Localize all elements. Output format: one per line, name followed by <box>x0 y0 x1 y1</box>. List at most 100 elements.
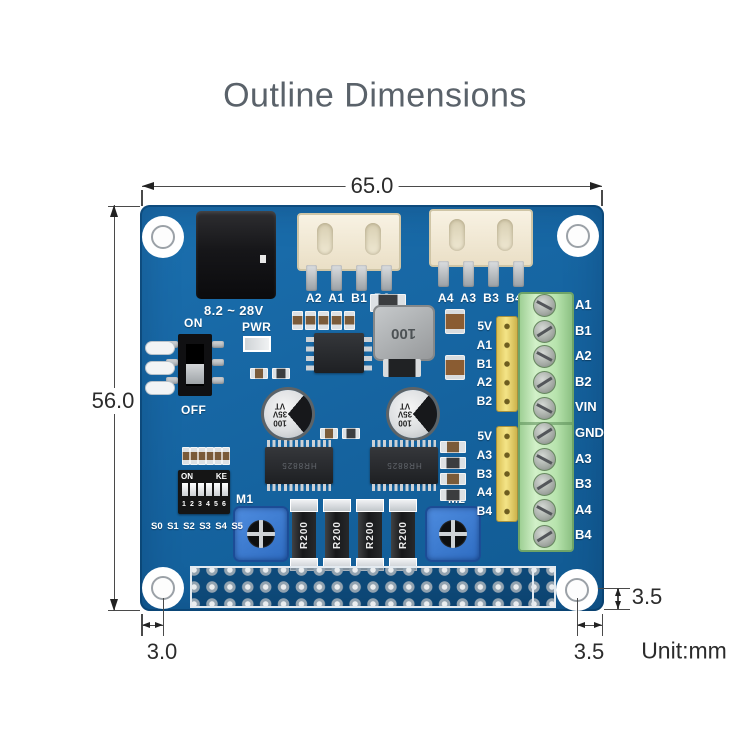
chip-pins <box>267 440 331 447</box>
dip-on-label: ON <box>181 472 193 481</box>
switch-leg <box>166 359 178 366</box>
dim-arrow-up-icon <box>614 588 621 596</box>
switch-off-label: OFF <box>181 403 207 417</box>
extension-line <box>108 609 140 611</box>
shunt-resistor: R200 <box>356 499 384 571</box>
chip-pins <box>372 484 436 491</box>
shunt-resistor: R200 <box>323 499 351 571</box>
tantalum-capacitor <box>445 355 465 380</box>
shunt-resistor: R200 <box>389 499 417 571</box>
hole-left-dimension-value: 3.0 <box>146 639 178 664</box>
extension-line <box>601 614 603 636</box>
smd-component <box>342 428 360 439</box>
terminal-screw <box>533 473 556 496</box>
solder-pad <box>146 342 174 354</box>
extension-line <box>108 205 140 207</box>
switch-leg <box>166 377 178 384</box>
voltage-range-label: 8.2 ~ 28V <box>204 303 264 318</box>
terminal-screw <box>533 294 556 317</box>
dim-arrow-down-icon <box>614 601 621 609</box>
terminal-screw <box>533 397 556 420</box>
current-trimpot-m1 <box>233 506 289 562</box>
solder-pad <box>146 382 174 394</box>
smd-component <box>440 457 466 469</box>
dip-lever <box>182 483 188 496</box>
pwr-label: PWR <box>242 320 272 334</box>
smd-component <box>190 447 198 465</box>
terminal-screw <box>533 345 556 368</box>
width-dimension-value: 65.0 <box>345 173 399 199</box>
dip-lever <box>206 483 212 496</box>
motor-connector-2 <box>429 209 533 267</box>
terminal-screw <box>533 320 556 343</box>
smd-component <box>331 311 342 330</box>
dip-lever <box>198 483 204 496</box>
extension-line <box>576 598 578 636</box>
dim-arrow-left-icon <box>577 622 585 628</box>
solder-pad <box>146 362 174 374</box>
chip-pins <box>372 440 436 447</box>
connector1-pin-labels: A2 A1 B1 B2 <box>305 291 391 305</box>
mounting-hole-top-left <box>142 216 184 258</box>
hole-right-dimension-line <box>577 624 602 626</box>
smd-component <box>214 447 222 465</box>
dc-power-jack <box>196 211 276 299</box>
chip-pins <box>306 337 314 371</box>
jumper-header-1 <box>496 316 518 412</box>
switch-leg <box>212 341 224 348</box>
driver-chip-2: HR8825 <box>370 447 438 484</box>
smd-component <box>222 447 230 465</box>
m1-label: M1 <box>236 492 254 506</box>
regulator-chip <box>314 333 364 373</box>
dip-switch: ON KE <box>178 470 230 514</box>
smd-component <box>206 447 214 465</box>
power-led <box>243 336 271 352</box>
unit-label: Unit:mm <box>641 637 727 664</box>
dip-brand-label: KE <box>215 472 227 481</box>
smd-component <box>250 368 268 379</box>
dim-arrow-down-icon <box>110 599 118 611</box>
current-trimpot-m2 <box>425 506 481 562</box>
smd-component <box>440 473 466 485</box>
shunt-resistor: R200 <box>290 499 318 571</box>
dip-lever <box>190 483 196 496</box>
dim-arrow-up-icon <box>110 205 118 217</box>
smd-component <box>320 428 338 439</box>
mounting-hole-top-right <box>557 215 599 257</box>
switch-on-label: ON <box>184 316 203 330</box>
hole-left-dimension-line <box>142 624 163 626</box>
extension-line <box>141 614 143 636</box>
hole-bottom-dimension-value: 3.5 <box>631 584 663 609</box>
switch-leg <box>212 377 224 384</box>
terminal-screw <box>533 448 556 471</box>
smd-component <box>198 447 206 465</box>
extension-line <box>162 598 164 636</box>
driver-chip-1: HR8825 <box>265 447 333 484</box>
smd-component <box>344 311 355 330</box>
terminal-screw <box>533 371 556 394</box>
dim-arrow-left-icon <box>142 622 150 628</box>
smd-component <box>292 311 303 330</box>
smd-component <box>182 447 190 465</box>
connector-leg <box>306 265 317 291</box>
dim-arrow-right-icon <box>594 622 602 628</box>
hole-right-dimension-value: 3.5 <box>573 639 605 664</box>
connector-leg <box>488 261 499 287</box>
connector-leg <box>513 261 524 287</box>
connector-leg <box>356 265 367 291</box>
connector2-pin-labels: A4 A3 B3 B4 <box>437 291 523 305</box>
smd-component <box>440 441 466 453</box>
extension-line <box>601 190 603 206</box>
chip-pins <box>267 484 331 491</box>
smd-component <box>440 489 466 501</box>
height-dimension-value: 56.0 <box>86 388 140 414</box>
